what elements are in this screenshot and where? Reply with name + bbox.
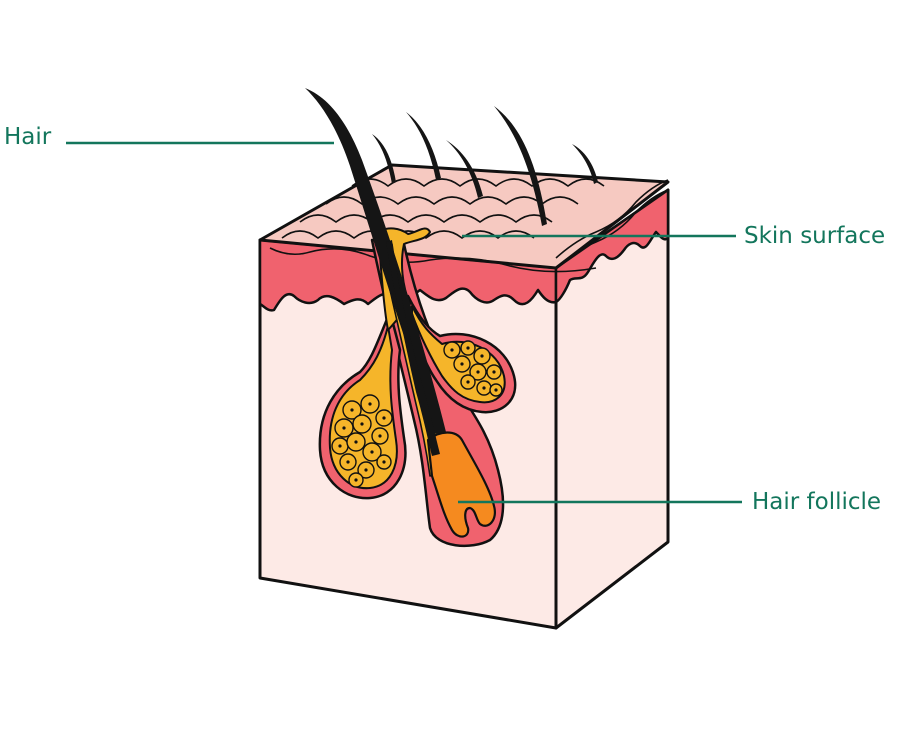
hair-label: Hair bbox=[4, 124, 52, 150]
surface-hair-1 bbox=[372, 134, 396, 184]
surface-hair-3 bbox=[446, 140, 483, 198]
gland-cell-nuclei bbox=[338, 346, 498, 482]
hair-bulb bbox=[426, 431, 496, 538]
leader-lines bbox=[66, 141, 742, 504]
skin-surface-label: Skin surface bbox=[744, 223, 886, 249]
epidermis-band-right bbox=[554, 188, 670, 304]
hair-shafts bbox=[305, 88, 598, 456]
surface-hair-4 bbox=[494, 106, 547, 226]
follicle-hair-segment bbox=[386, 240, 440, 456]
surface-hair-5 bbox=[572, 144, 598, 184]
hair-follicle-label: Hair follicle bbox=[752, 489, 882, 515]
surface-hair-2 bbox=[406, 112, 441, 180]
